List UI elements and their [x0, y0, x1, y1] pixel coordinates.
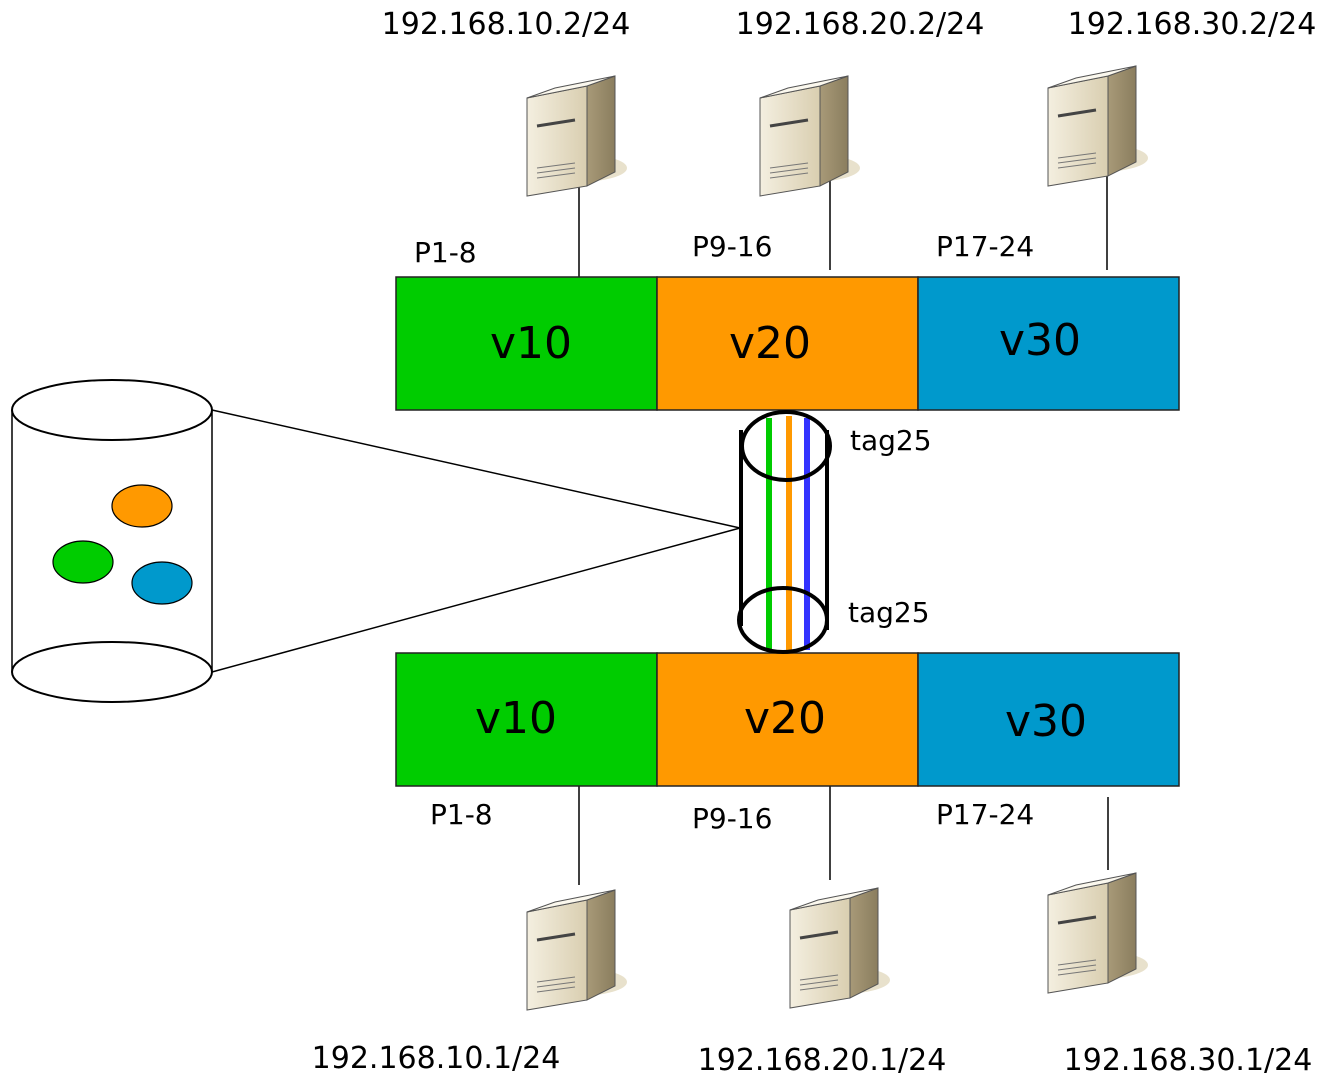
port-label: P17-24 — [936, 798, 1034, 831]
vlan-segment — [917, 652, 1180, 787]
port-label: P9-16 — [692, 230, 772, 263]
ip-address-label: 192.168.30.1/24 — [1064, 1043, 1313, 1078]
vlan-label: v30 — [1005, 696, 1087, 747]
vlan-segment — [395, 652, 658, 787]
vlan-dot — [52, 540, 114, 584]
vlan-segment — [917, 276, 1180, 411]
tag-label: tag25 — [848, 596, 930, 629]
trunk-cylinder-icon — [11, 379, 213, 703]
port-label: P9-16 — [692, 802, 772, 835]
ip-address-label: 192.168.20.1/24 — [698, 1043, 947, 1078]
vlan-label: v20 — [744, 693, 826, 744]
vlan-segment — [656, 652, 919, 787]
server-icon — [758, 74, 862, 198]
server-icon — [788, 886, 892, 1010]
ip-address-label: 192.168.20.2/24 — [736, 7, 985, 42]
port-label: P17-24 — [936, 230, 1034, 263]
server-icon — [525, 888, 629, 1012]
tag-label: tag25 — [850, 424, 932, 457]
vlan-dot — [111, 484, 173, 528]
ip-address-label: 192.168.30.2/24 — [1068, 7, 1317, 42]
zoom-line — [211, 527, 741, 673]
vlan-label: v10 — [475, 693, 557, 744]
server-icon — [1046, 871, 1150, 995]
vlan-dot — [131, 561, 193, 605]
ip-address-label: 192.168.10.1/24 — [312, 1041, 561, 1076]
port-label: P1-8 — [414, 236, 477, 269]
zoom-line — [211, 409, 741, 529]
vlan-label: v20 — [729, 318, 811, 369]
ip-address-label: 192.168.10.2/24 — [382, 7, 631, 42]
vlan-label: v10 — [490, 318, 572, 369]
vlan-segment — [395, 276, 658, 411]
server-icon — [525, 74, 629, 198]
vlan-label: v30 — [999, 315, 1081, 366]
server-icon — [1046, 64, 1150, 188]
trunk-cable — [737, 410, 832, 654]
port-label: P1-8 — [430, 798, 493, 831]
